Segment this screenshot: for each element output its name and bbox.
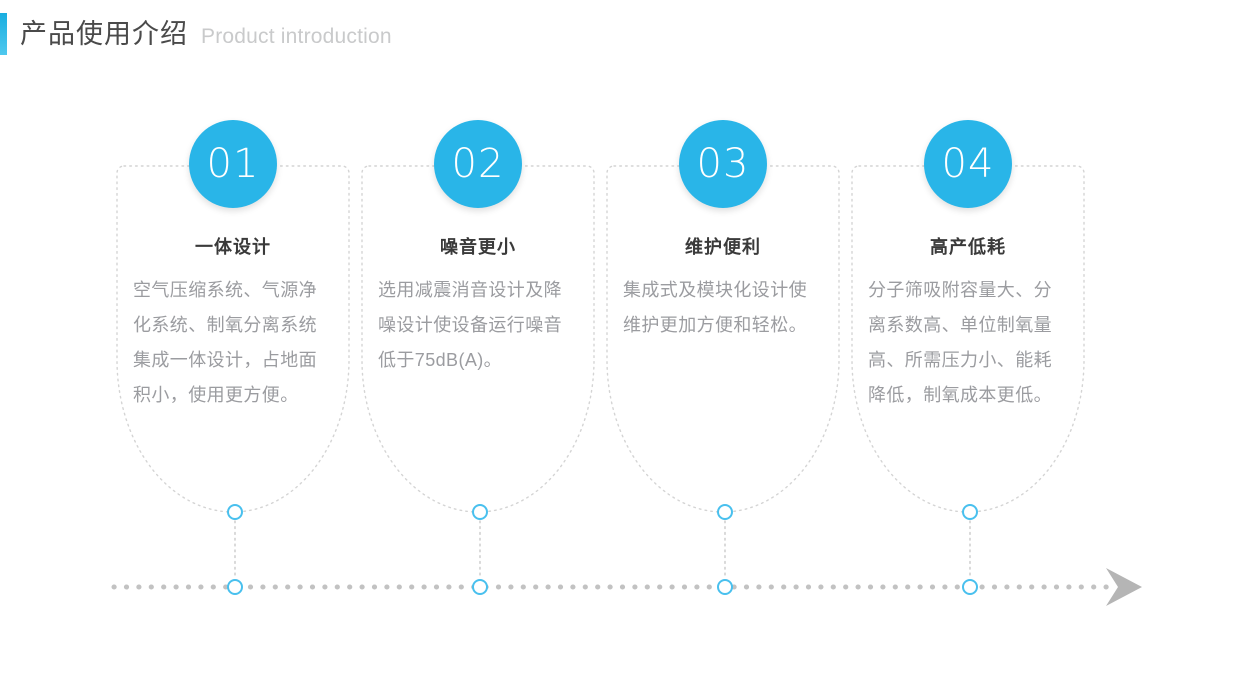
card-outline-shape [361,165,595,513]
timeline-node-ring-01 [227,579,243,595]
card-badge-01: 01 [189,120,277,208]
header-accent-bar [0,13,7,55]
card-badge-04: 04 [924,120,1012,208]
card-node-ring-01 [227,504,243,520]
card-node-ring-04 [962,504,978,520]
card-number: 03 [696,141,750,187]
feature-card-04[interactable]: 04 高产低耗 分子筛吸附容量大、分离系数高、单位制氧量高、所需压力小、能耗降低… [851,120,1085,513]
page-subtitle: Product introduction [201,25,392,48]
card-outline-shape [851,165,1085,513]
card-outline-shape [116,165,350,513]
card-node-ring-03 [717,504,733,520]
card-title: 噪音更小 [440,237,516,257]
page-title: 产品使用介绍 [20,19,188,49]
card-badge-02: 02 [434,120,522,208]
card-badge-03: 03 [679,120,767,208]
card-number: 02 [451,141,505,187]
feature-card-03[interactable]: 03 维护便利 集成式及模块化设计使维护更加方便和轻松。 [606,120,840,513]
card-title: 维护便利 [685,237,761,257]
card-body-text: 选用减震消音设计及降噪设计使设备运行噪音低于75dB(A)。 [378,280,562,370]
timeline-node-ring-02 [472,579,488,595]
timeline-node-ring-04 [962,579,978,595]
card-outline-shape [606,165,840,513]
feature-card-list: 01 一体设计 空气压缩系统、气源净化系统、制氧分离系统集成一体设计，占地面积小… [116,120,1085,513]
card-title: 一体设计 [195,237,271,257]
card-number: 01 [206,141,260,187]
card-title: 高产低耗 [930,237,1006,257]
page-header: 产品使用介绍 Product introduction [0,0,1242,70]
card-body-text: 集成式及模块化设计使维护更加方便和轻松。 [623,280,807,335]
card-number: 04 [941,141,995,187]
feature-card-02[interactable]: 02 噪音更小 选用减震消音设计及降噪设计使设备运行噪音低于75dB(A)。 [361,120,595,513]
card-node-ring-02 [472,504,488,520]
arrow-right-icon [1106,568,1142,606]
feature-card-01[interactable]: 01 一体设计 空气压缩系统、气源净化系统、制氧分离系统集成一体设计，占地面积小… [116,120,350,513]
header-title-group: 产品使用介绍 Product introduction [20,14,392,57]
card-body-text: 空气压缩系统、气源净化系统、制氧分离系统集成一体设计，占地面积小，使用更方便。 [133,280,317,405]
card-body-text: 分子筛吸附容量大、分离系数高、单位制氧量高、所需压力小、能耗降低，制氧成本更低。 [868,280,1052,405]
timeline-node-ring-03 [717,579,733,595]
